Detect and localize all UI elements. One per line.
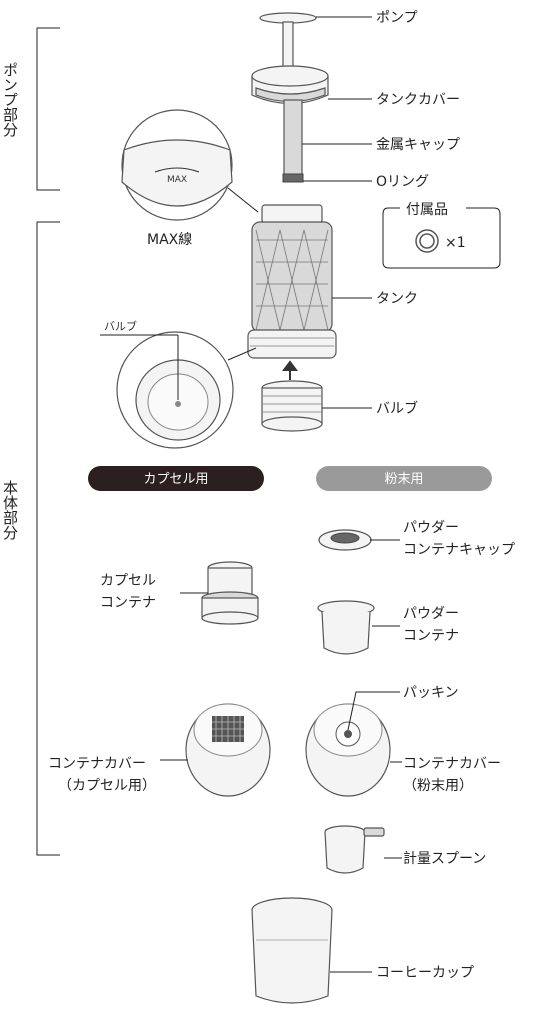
powder-cap-part [318, 529, 372, 551]
max-line-inset: MAX [121, 109, 259, 221]
body-section-label: 本体部分 [1, 480, 19, 541]
valve-part [261, 380, 323, 432]
tank-part [247, 204, 337, 359]
valve-inset [100, 331, 257, 449]
pill-powder: 粉末用 [316, 466, 492, 491]
pump-section-label: ポンプ部分 [1, 62, 19, 138]
up-arrow-icon [282, 360, 298, 380]
label-metal-cap: 金属キャップ [376, 137, 460, 153]
capsule-container-part [201, 561, 259, 625]
container-cover-capsule-part [185, 703, 271, 797]
label-powder-container-1: パウダー [403, 606, 459, 622]
label-tank: タンク [376, 291, 418, 307]
pill-capsule: カプセル用 [88, 466, 264, 491]
label-packing: パッキン [403, 685, 459, 701]
measuring-spoon-part [324, 825, 385, 874]
label-capsule-container-1: カプセル [100, 573, 156, 589]
label-pump: ポンプ [376, 10, 418, 26]
accessory-box [382, 207, 501, 269]
accessory-title: 付属品 [406, 202, 448, 218]
label-powder-cap-1: パウダー [403, 520, 459, 536]
label-spoon: 計量スプーン [403, 851, 486, 867]
label-valve: バルブ [376, 400, 418, 417]
pill-powder-text: 粉末用 [384, 472, 423, 487]
accessory-qty: ×1 [445, 235, 466, 251]
label-cup: コーヒーカップ [376, 965, 474, 981]
body-section-bracket [36, 221, 60, 856]
label-powder-container-2: コンテナ [403, 628, 459, 644]
label-valve-inset: バルブ [104, 319, 137, 333]
label-tank-cover: タンクカバー [376, 92, 460, 108]
label-max-line: MAX線 [147, 232, 192, 248]
label-cc-powder-1: コンテナカバー [403, 756, 501, 772]
pump-part [251, 12, 329, 183]
label-cc-powder-2: （粉末用） [403, 778, 473, 794]
powder-container-part [317, 600, 375, 655]
label-cc-capsule-1: コンテナカバー [48, 756, 146, 772]
coffee-cup-part [251, 897, 333, 1004]
label-o-ring: Oリング [376, 174, 429, 190]
label-powder-cap-2: コンテナキャップ [403, 542, 515, 558]
max-mark: MAX [167, 175, 187, 185]
pump-section-bracket [36, 27, 60, 191]
label-cc-capsule-2: （カプセル用） [58, 778, 156, 794]
pill-capsule-text: カプセル用 [143, 472, 208, 487]
label-capsule-container-2: コンテナ [100, 595, 156, 611]
container-cover-powder-part [305, 691, 400, 797]
